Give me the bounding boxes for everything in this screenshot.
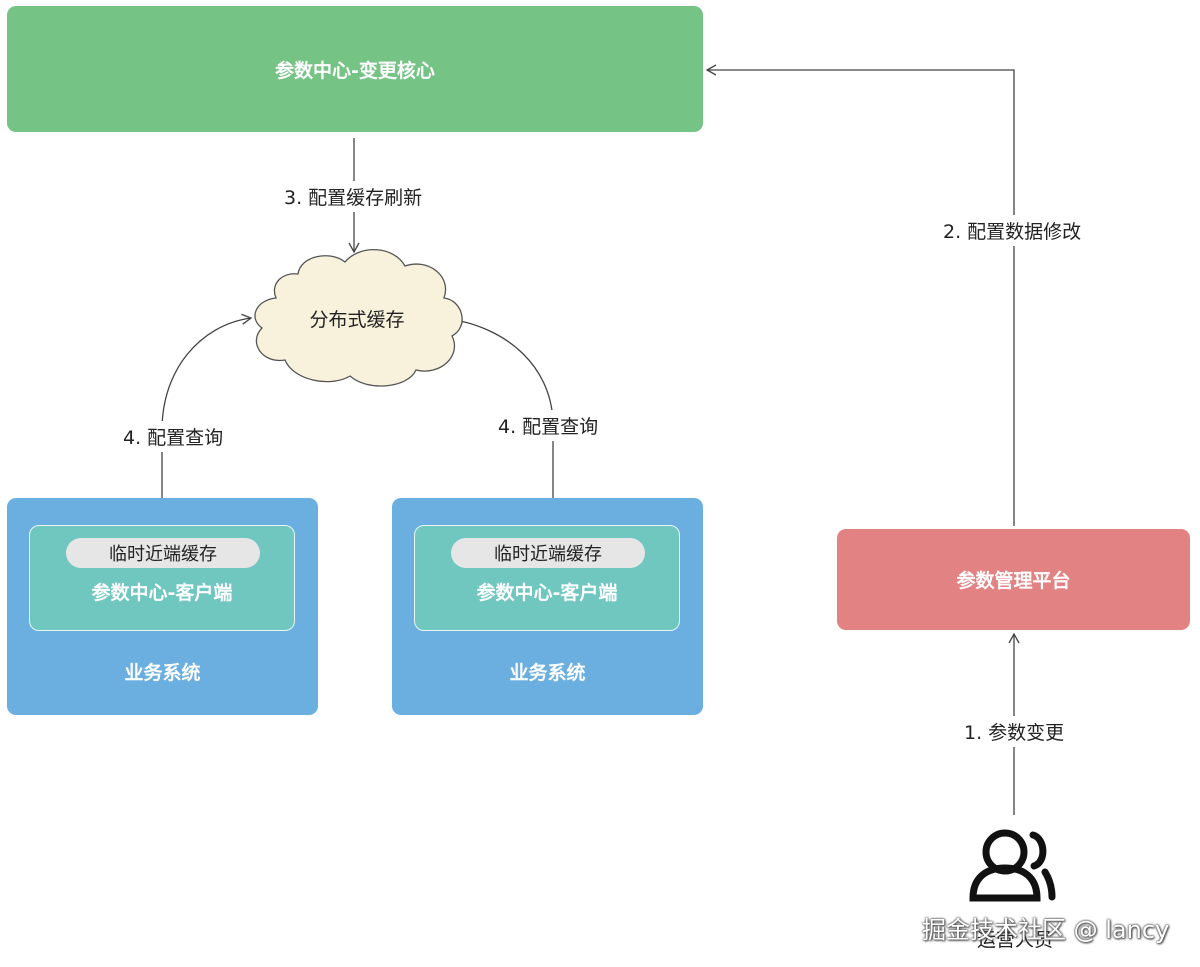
step4-left-label: 4. 配置查询: [121, 421, 226, 452]
platform-label: 参数管理平台: [956, 570, 1071, 592]
client-left: 临时近端缓存 参数中心-客户端: [29, 525, 295, 631]
arrow-left-client-to-cache: [161, 313, 253, 525]
client-right: 临时近端缓存 参数中心-客户端: [414, 525, 680, 631]
near-cache-right: 临时近端缓存: [451, 538, 645, 568]
distributed-cache-cloud: [254, 249, 463, 387]
business-system-left: 临时近端缓存 参数中心-客户端 业务系统: [7, 498, 318, 715]
parameter-management-platform: 参数管理平台: [837, 529, 1190, 630]
step4-right-label: 4. 配置查询: [496, 410, 601, 441]
parameter-center-core: 参数中心-变更核心: [7, 6, 703, 132]
step2-label: 2. 配置数据修改: [941, 215, 1084, 246]
step3-label: 3. 配置缓存刷新: [282, 181, 425, 212]
client-label-right: 参数中心-客户端: [476, 582, 618, 604]
business-label-left: 业务系统: [124, 662, 201, 684]
watermark: 掘金技术社区 @ lancy: [922, 916, 1170, 944]
operator-label: 运营人员: [976, 929, 1053, 951]
step1-label: 1. 参数变更: [962, 716, 1067, 747]
business-system-right: 临时近端缓存 参数中心-客户端 业务系统: [392, 498, 703, 715]
arrow-platform-to-core: [705, 64, 1015, 526]
operator-person-icon: [969, 829, 1056, 902]
business-label-right: 业务系统: [509, 662, 586, 684]
cache-label: 分布式缓存: [309, 309, 405, 331]
near-cache-left: 临时近端缓存: [66, 538, 260, 568]
core-label: 参数中心-变更核心: [275, 59, 435, 82]
client-label-left: 参数中心-客户端: [91, 582, 233, 604]
